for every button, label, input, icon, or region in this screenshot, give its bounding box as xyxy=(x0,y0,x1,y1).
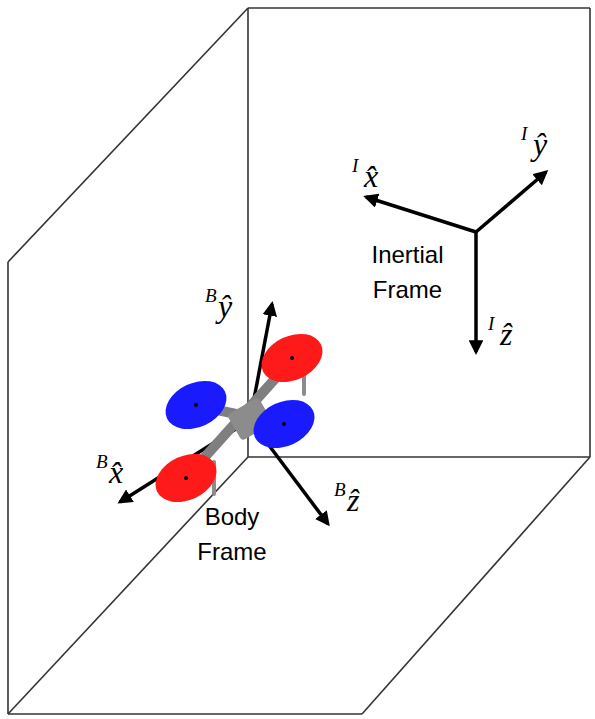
frame-name: Body Frame xyxy=(182,500,282,570)
axis-label: ŷ xyxy=(218,290,232,322)
frame-superscript: I xyxy=(488,314,494,333)
frame-superscript: B xyxy=(334,480,346,499)
frame-superscript: I xyxy=(521,124,527,143)
axis-label: ẑ xyxy=(347,484,359,516)
frame-name: Inertial Frame xyxy=(345,238,470,308)
axis-label: x̂ xyxy=(109,456,123,488)
axis-label: x̂ xyxy=(364,160,378,192)
frame-superscript: I xyxy=(352,156,358,175)
frame-superscript: B xyxy=(205,286,217,305)
axis-label: ẑ xyxy=(500,318,512,350)
frame-superscript: B xyxy=(96,452,108,471)
room-outline xyxy=(8,8,590,714)
quadrotor xyxy=(148,325,331,512)
axis-label: ŷ xyxy=(533,128,547,160)
